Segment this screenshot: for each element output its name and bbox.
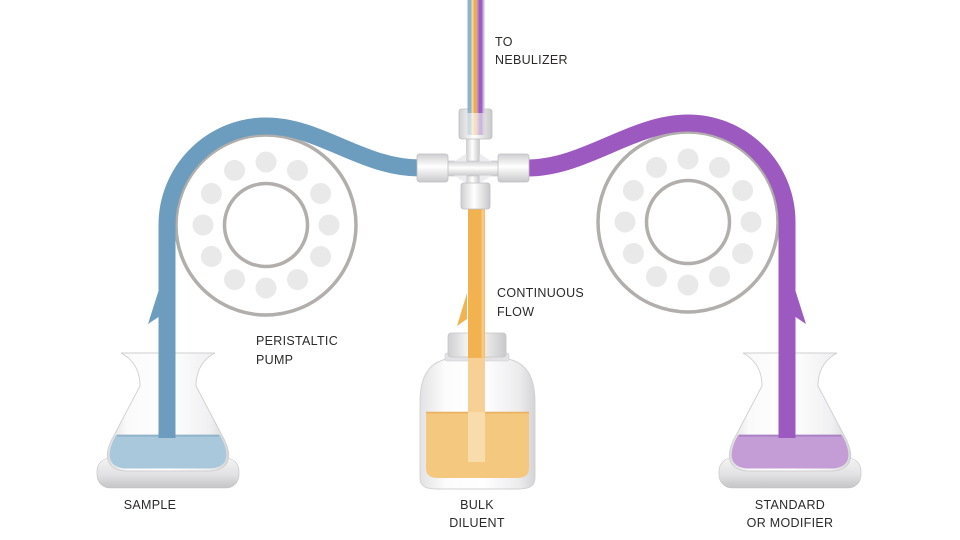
- junction-horizontal-tube: [445, 160, 505, 177]
- pump-roller: [622, 243, 644, 264]
- nebulizer-tube-stripe: [482, 113, 485, 135]
- junction-fillets: [454, 153, 492, 184]
- to-nebulizer-label-line1: TO: [495, 35, 513, 49]
- peristaltic-pump-label-line2: PUMP: [256, 353, 293, 367]
- pump-roller: [310, 246, 332, 267]
- nebulizer-tube-stripe: [471, 0, 474, 113]
- pump-roller: [677, 148, 699, 170]
- pump-roller: [646, 156, 667, 178]
- nebulizer-tube-stripe: [473, 113, 477, 135]
- standard-flow-arrow: [795, 291, 806, 324]
- right-peristaltic-pump: [596, 130, 780, 314]
- pump-roller: [255, 277, 277, 299]
- nebulizer-tube-stripe: [471, 113, 474, 135]
- pump-roller: [677, 274, 699, 296]
- sample-label: SAMPLE: [124, 498, 177, 512]
- left-pump-rollers: [192, 151, 340, 299]
- continuous-flow-label-line2: FLOW: [497, 305, 534, 319]
- bulk-diluent-label-line2: DILUENT: [449, 516, 505, 530]
- pump-roller: [224, 159, 245, 181]
- standard-label-line1: STANDARD: [755, 498, 825, 512]
- nebulizer-tube-stripe: [477, 113, 479, 135]
- diluent-tube: [457, 206, 485, 462]
- pump-roller: [287, 159, 308, 181]
- pump-roller: [740, 211, 762, 233]
- to-nebulizer-label-line2: NEBULIZER: [495, 53, 568, 67]
- pump-roller: [614, 211, 636, 233]
- pump-roller: [200, 183, 222, 204]
- labels: TO NEBULIZER CONTINUOUS FLOW PERISTALTIC…: [124, 35, 834, 530]
- peristaltic-pump-label-line1: PERISTALTIC: [256, 334, 338, 348]
- left-pump-inner-ring: [222, 181, 310, 269]
- pump-roller: [318, 214, 340, 236]
- pump-roller: [310, 183, 332, 204]
- nebulizer-tube-stripe: [467, 0, 472, 113]
- standard-tube: [526, 114, 796, 438]
- diluent-tube-in-liquid: [468, 412, 485, 462]
- nebulizer-tube-stripe: [478, 0, 483, 113]
- nebulizer-tube-in-collar: [467, 113, 485, 135]
- pump-roller: [200, 246, 222, 267]
- cross-junction: [416, 108, 530, 210]
- standard-liquid: [731, 435, 849, 469]
- nebulizer-tube-stripe: [477, 0, 479, 113]
- sample-liquid: [109, 435, 227, 469]
- diluent-tube-upper: [468, 206, 485, 358]
- pump-roller: [709, 266, 730, 288]
- nebulizer-tube-stripe: [478, 113, 483, 135]
- nebulizer-tube-stripe: [482, 0, 485, 113]
- sample-flow-arrow: [148, 291, 159, 324]
- nebulizer-tube-stripe: [467, 113, 472, 135]
- continuous-flow-label-line1: CONTINUOUS: [497, 286, 584, 300]
- pump-roller: [224, 269, 245, 291]
- diluent-tube-in-bottle: [468, 358, 485, 412]
- nebulizer-tube-stripe: [473, 0, 477, 113]
- pump-roller: [646, 266, 667, 288]
- sample-tube: [158, 117, 421, 438]
- pump-roller: [709, 156, 730, 178]
- pump-roller: [192, 214, 214, 236]
- junction-right-collar: [497, 153, 530, 183]
- bulk-diluent-label-line1: BULK: [460, 498, 494, 512]
- pump-roller: [622, 180, 644, 201]
- pump-roller: [255, 151, 277, 173]
- left-peristaltic-pump: [174, 133, 358, 317]
- junction-left-collar: [416, 153, 449, 183]
- standard-label-line2: OR MODIFIER: [747, 516, 834, 530]
- right-pump-rollers: [614, 148, 762, 296]
- junction-bottom-collar: [460, 182, 491, 210]
- pump-roller: [732, 243, 754, 264]
- diluent-tube-highlight: [481, 206, 485, 358]
- right-pump-inner-ring: [644, 178, 732, 266]
- nebulizer-tube: [467, 0, 485, 113]
- diluent-flow-arrow: [457, 293, 467, 326]
- pump-roller: [732, 180, 754, 201]
- pump-roller: [287, 269, 308, 291]
